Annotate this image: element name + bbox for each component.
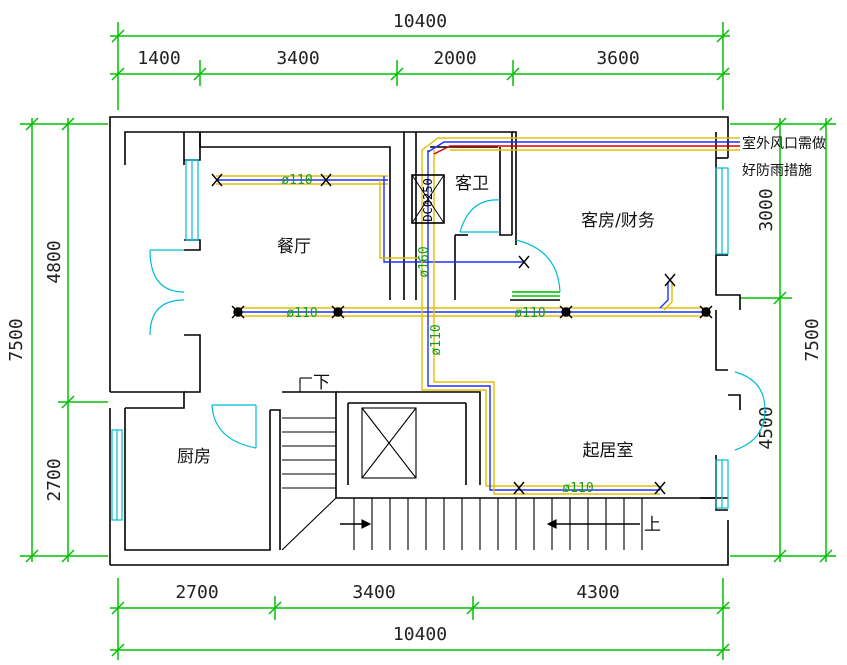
staircase xyxy=(281,377,643,551)
dim-top-seg-2: 3400 xyxy=(276,48,319,69)
dim-bottom-seg-2: 3400 xyxy=(352,582,395,603)
duct-label-vertical-d160: ø160 xyxy=(417,246,432,277)
duct-runs xyxy=(216,137,740,495)
room-guest-bath: 客卫 xyxy=(455,174,489,194)
unit-label: DC0250 xyxy=(421,178,435,221)
stair-down-label: 下 xyxy=(313,373,330,393)
dim-bottom-seg-1: 2700 xyxy=(175,582,218,603)
dim-bottom-total: 10400 xyxy=(393,624,447,645)
dim-top-seg-1: 1400 xyxy=(137,48,180,69)
diffuser-icon xyxy=(231,305,245,319)
diffuser-icon xyxy=(664,273,676,287)
stair-up-label: 上 xyxy=(644,515,661,535)
dim-right-total: 7500 xyxy=(802,318,823,361)
room-dining: 餐厅 xyxy=(277,237,311,257)
dim-top-total: 10400 xyxy=(393,11,447,32)
room-guest-room: 客房/财务 xyxy=(581,211,655,231)
diffuser-icon xyxy=(320,173,332,187)
dim-left-upper: 4800 xyxy=(44,240,65,283)
dim-bottom-seg-3: 4300 xyxy=(576,582,619,603)
note-line-2: 好防雨措施 xyxy=(742,163,812,179)
diffuser-icon xyxy=(211,173,223,187)
dim-right-lower: 4500 xyxy=(756,406,777,449)
duct-label-living: ø110 xyxy=(562,481,593,496)
duct-label-corridor-left: ø110 xyxy=(286,306,317,321)
air-diffusers xyxy=(211,173,713,495)
dim-top-seg-4: 3600 xyxy=(596,48,639,69)
diffuser-icon xyxy=(331,305,345,319)
diffuser-icon xyxy=(559,305,573,319)
room-kitchen: 厨房 xyxy=(177,447,211,467)
windows xyxy=(111,159,766,521)
diffuser-icon xyxy=(699,305,713,319)
duct-label-vertical-d110: ø110 xyxy=(429,324,444,355)
dim-top-seg-3: 2000 xyxy=(433,48,476,69)
note-line-1: 室外风口需做 xyxy=(742,135,826,152)
dim-right-upper: 3000 xyxy=(756,188,777,231)
dim-left-lower: 2700 xyxy=(44,458,65,501)
room-living: 起居室 xyxy=(583,441,634,461)
ventilation-unit: DC0250 xyxy=(411,174,445,224)
diffuser-icon xyxy=(513,481,525,495)
dim-left-outer: 7500 xyxy=(6,318,27,361)
duct-label-dining: ø110 xyxy=(281,173,312,188)
diffuser-icon xyxy=(518,255,530,269)
duct-label-corridor-right: ø110 xyxy=(514,306,545,321)
dimension-lines xyxy=(20,22,836,660)
diffuser-icon xyxy=(654,481,666,495)
